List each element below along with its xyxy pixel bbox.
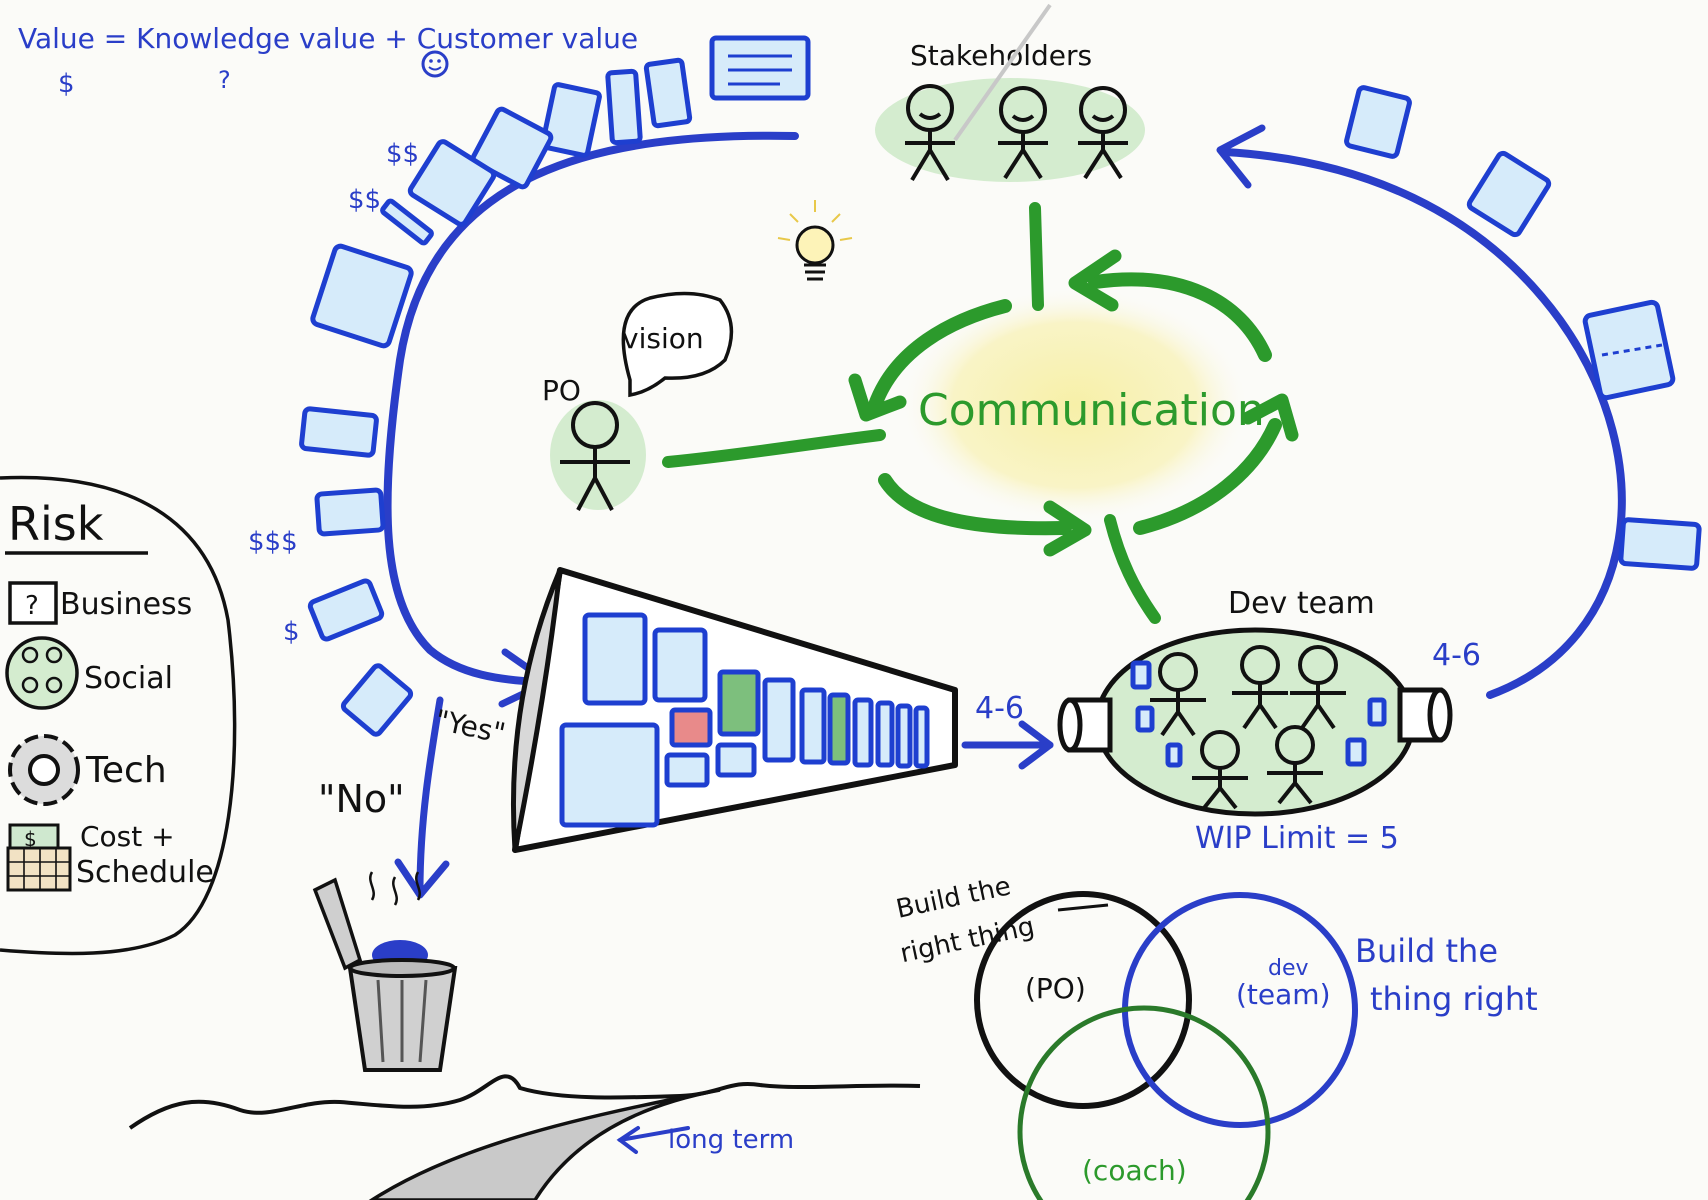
backlog-card: [314, 487, 386, 537]
roles-venn-diagram: Build the right thing (PO) dev (team) (c…: [894, 871, 1538, 1200]
vision-label: vision: [622, 322, 704, 355]
venn-caption-left: Build the: [894, 871, 1014, 925]
stakeholders-label: Stakeholders: [910, 39, 1092, 72]
risk-label: Social: [84, 661, 173, 696]
backlog-cards: [299, 35, 811, 737]
backlog-card: [643, 57, 693, 129]
landscape: long term: [128, 1074, 921, 1200]
venn-caption-right: thing right: [1370, 980, 1538, 1018]
funnel-card: [762, 677, 796, 763]
risk-item-cost-schedule: $ Cost + Schedule: [6, 820, 214, 892]
long-term-label: long term: [668, 1125, 794, 1155]
funnel-card: [559, 722, 660, 828]
risk-legend: Risk ? Business Social Tech: [0, 475, 237, 956]
risk-label: Cost +: [80, 820, 175, 853]
po-label: PO: [542, 374, 581, 407]
svg-text:$: $: [24, 827, 37, 851]
money-calendar-icon: $: [6, 823, 72, 892]
backlog-card: [299, 406, 379, 458]
dev-team-label: Dev team: [1228, 586, 1375, 621]
backlog-loop-arrow: [383, 131, 799, 686]
backlog-card: [380, 198, 434, 246]
price-label: $$: [386, 139, 419, 169]
in-rate-label: 4-6: [975, 691, 1024, 726]
backlog-funnel: [510, 567, 958, 853]
people-circle-icon: [5, 636, 79, 710]
wip-limit-label: WIP Limit = 5: [1195, 821, 1399, 856]
communication-label: Communication: [918, 385, 1265, 436]
risk-label: Business: [60, 587, 192, 622]
venn-dev-label: dev: [1268, 956, 1309, 981]
backlog-card: [470, 106, 554, 190]
stakeholder-figure: [1078, 86, 1128, 180]
funnel-card: [895, 703, 913, 769]
backlog-card: [340, 663, 414, 737]
funnel-card: [913, 705, 930, 769]
funnel-card: [715, 742, 757, 778]
funnel-card-green: [717, 669, 761, 737]
pipe-left: [1057, 697, 1113, 753]
communication-hub: Communication: [662, 202, 1299, 624]
price-label: $$$: [248, 527, 298, 557]
risk-item-business: ? Business: [8, 581, 192, 625]
gear-icon: [8, 734, 80, 806]
venn-po-label: (PO): [1025, 972, 1086, 1005]
venn-coach-label: (coach): [1082, 1154, 1187, 1187]
delivered-card: [1466, 150, 1552, 238]
backlog-card: [310, 243, 414, 349]
stakeholder-figure: [998, 86, 1048, 180]
delivered-card: [1618, 517, 1702, 571]
stakeholders-group: Stakeholders: [875, 3, 1145, 182]
out-rate-label: 4-6: [1432, 638, 1481, 673]
trash-can-icon: [312, 871, 458, 1072]
backlog-card: [605, 68, 643, 146]
dev-team-group: Dev team WIP Limit = 5: [1057, 586, 1453, 856]
backlog-card: [307, 578, 385, 642]
backlog-card: [709, 35, 811, 101]
product-owner-group: PO vision: [542, 291, 734, 511]
price-label: $: [283, 617, 300, 647]
question-box-icon: ?: [8, 581, 58, 625]
funnel-card: [582, 612, 648, 706]
pipe-right: [1397, 687, 1453, 743]
delivered-cards: [1344, 85, 1702, 571]
risk-title: Risk: [8, 497, 104, 551]
knowledge-value-mark: $: [58, 69, 75, 99]
formula-text: Value = Knowledge value + Customer value: [18, 22, 638, 55]
risk-item-social: Social: [5, 636, 173, 710]
risk-label: Tech: [85, 750, 167, 791]
risk-label: Schedule: [76, 855, 214, 890]
price-label: $$: [348, 185, 381, 215]
venn-team-label: (team): [1236, 978, 1331, 1011]
venn-caption-right: Build the: [1355, 932, 1498, 970]
yes-label: "Yes": [432, 703, 508, 750]
funnel-card: [875, 700, 895, 768]
po-figure: [560, 401, 630, 511]
funnel-card: [852, 697, 874, 768]
funnel-card: [652, 627, 708, 703]
risk-item-tech: Tech: [8, 734, 167, 806]
svg-text:?: ?: [25, 591, 39, 621]
funnel-card-red: [669, 707, 713, 748]
value-formula: Value = Knowledge value + Customer value…: [18, 22, 638, 99]
smiley-icon: [421, 50, 449, 78]
stakeholder-figure: [905, 84, 955, 182]
feedback-loop-arrow: [1221, 148, 1626, 699]
uncertain-value-mark: ?: [218, 66, 231, 94]
lightbulb-icon: [777, 200, 853, 281]
no-label: "No": [318, 777, 405, 821]
backlog-card: [540, 82, 602, 158]
no-arrow: [416, 696, 444, 894]
backlog-card: [407, 139, 497, 227]
funnel-card-green: [827, 692, 851, 766]
dev-figures: [1150, 645, 1346, 810]
marker-pen: [953, 3, 1052, 142]
feedback-arrowhead: [1216, 124, 1266, 189]
vision-speech-bubble: vision: [621, 291, 734, 398]
funnel-card: [799, 687, 827, 765]
funnel-card: [664, 752, 710, 788]
delivered-card: [1344, 85, 1412, 159]
